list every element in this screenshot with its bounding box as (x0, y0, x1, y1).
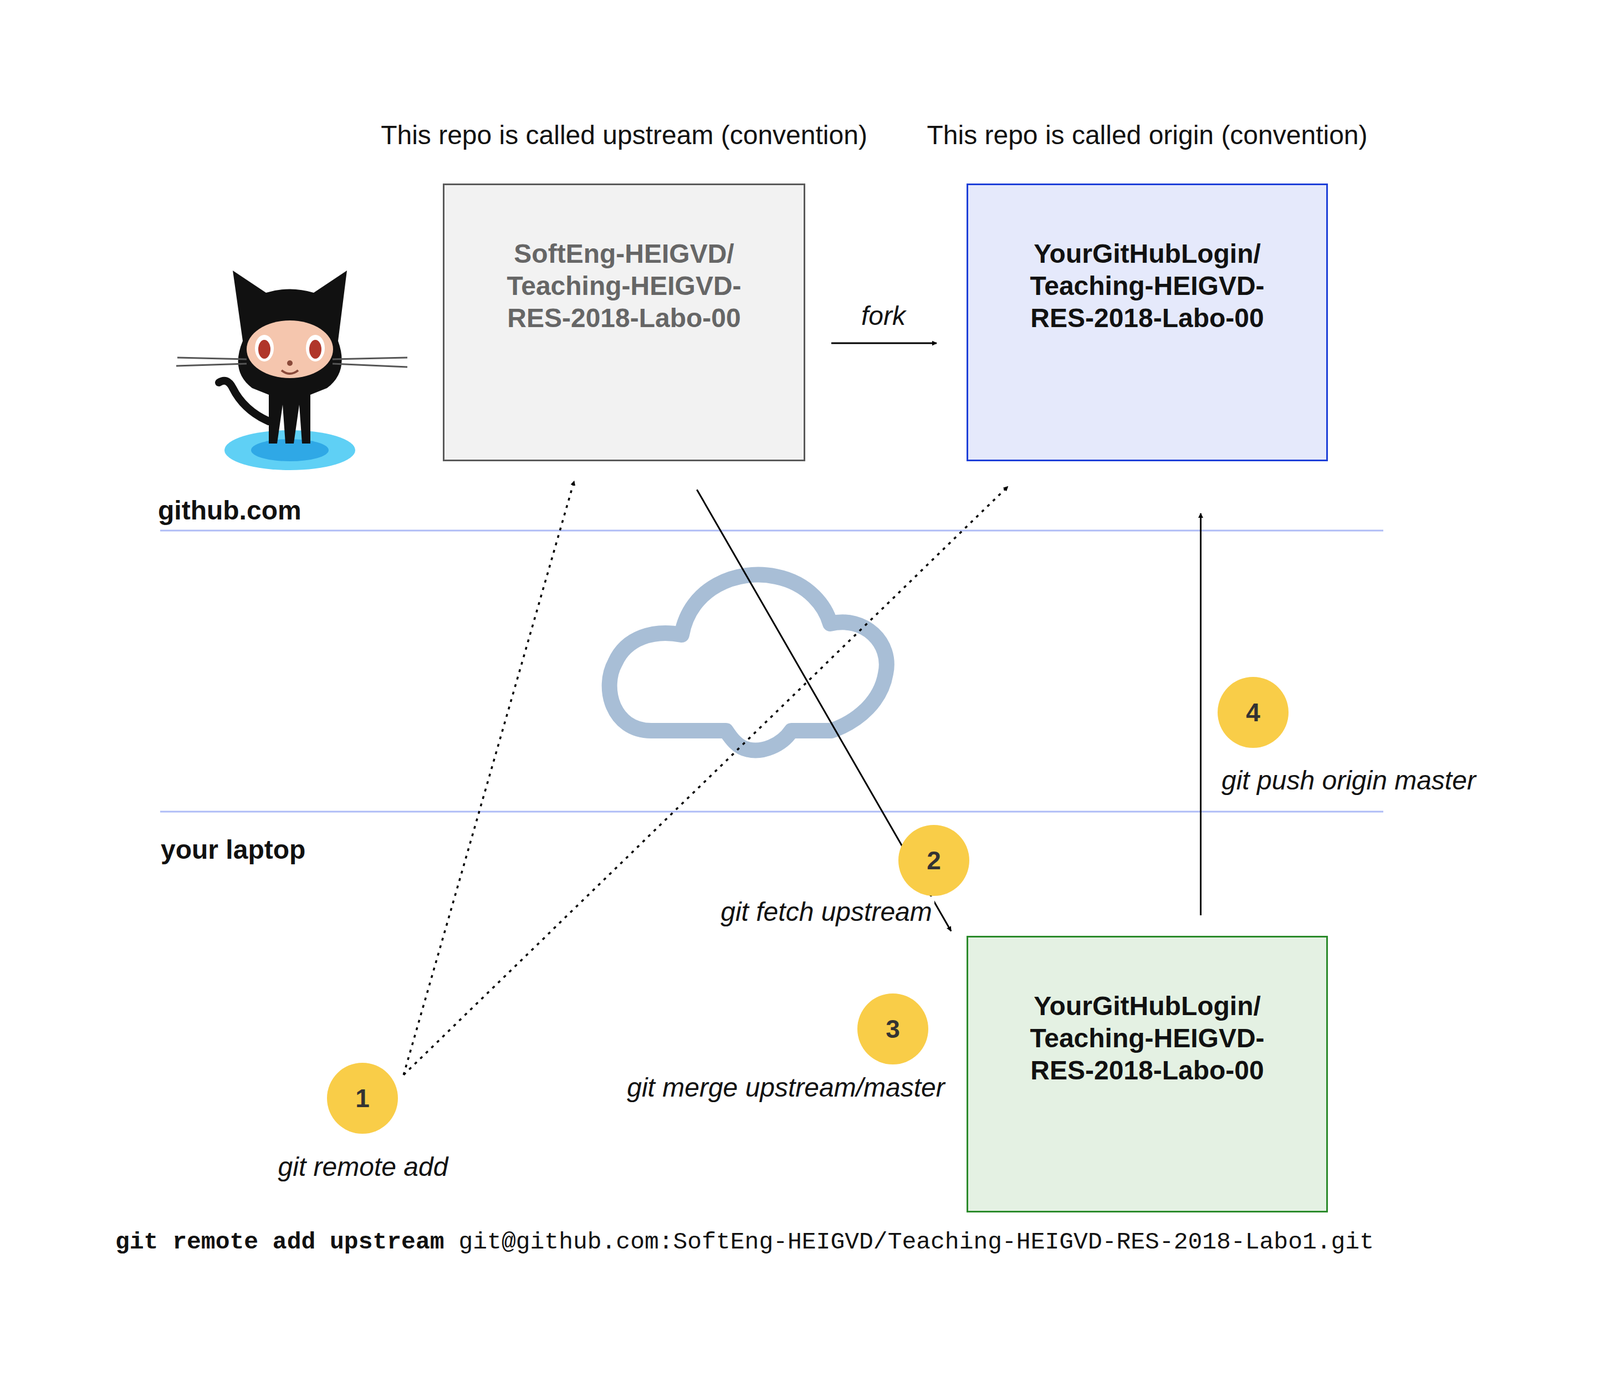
callout-number: 3 (857, 993, 929, 1065)
command-label: git remote add (278, 1151, 449, 1182)
repo-name: SoftEng-HEIGVD/ Teaching-HEIGVD- RES-201… (472, 237, 776, 335)
local-repo-box: YourGitHubLogin/ Teaching-HEIGVD- RES-20… (966, 935, 1328, 1213)
callout-circle (326, 1062, 398, 1134)
callout-number: 4 (1217, 676, 1289, 748)
command-text: git remote add upstream (115, 1228, 445, 1256)
cloud-icon (609, 574, 887, 751)
flow-arrow (1199, 513, 1202, 915)
edge-label: fork (859, 300, 908, 331)
callout-number: 2 (898, 824, 970, 896)
repo-name: YourGitHubLogin/ Teaching-HEIGVD- RES-20… (995, 989, 1299, 1087)
octocat-icon (176, 270, 408, 470)
zone-label: github.com (157, 494, 302, 526)
upstream-repo-box: This repo is called upstream (convention… (442, 183, 806, 462)
remote-link (403, 481, 575, 1075)
edge-label: git fetch upstream (718, 896, 935, 927)
origin-repo-box: This repo is called origin (convention)Y… (966, 183, 1328, 462)
callout-number: 3 (857, 993, 929, 1065)
callout-circle (857, 993, 929, 1065)
command-url: git@github.com:SoftEng-HEIGVD/Teaching-H… (458, 1228, 1374, 1256)
callout-circle (1217, 676, 1289, 748)
zone-label: your laptop (160, 834, 306, 865)
flow-arrow (831, 342, 937, 345)
repo-heading: This repo is called upstream (convention… (380, 119, 868, 151)
zone-divider (160, 529, 1384, 532)
callout-number: 1 (326, 1062, 398, 1134)
callout-circle (898, 824, 970, 896)
callout-number: 2 (898, 824, 970, 896)
callout-number: 1 (326, 1062, 398, 1134)
zone-divider (160, 810, 1384, 813)
callout-number: 4 (1217, 676, 1289, 748)
remote-link (403, 486, 1008, 1075)
repo-heading: This repo is called origin (convention) (926, 119, 1368, 151)
repo-name: YourGitHubLogin/ Teaching-HEIGVD- RES-20… (995, 237, 1299, 335)
command-label: git merge upstream/master (626, 1071, 945, 1103)
edge-label: git push origin master (1219, 764, 1479, 796)
